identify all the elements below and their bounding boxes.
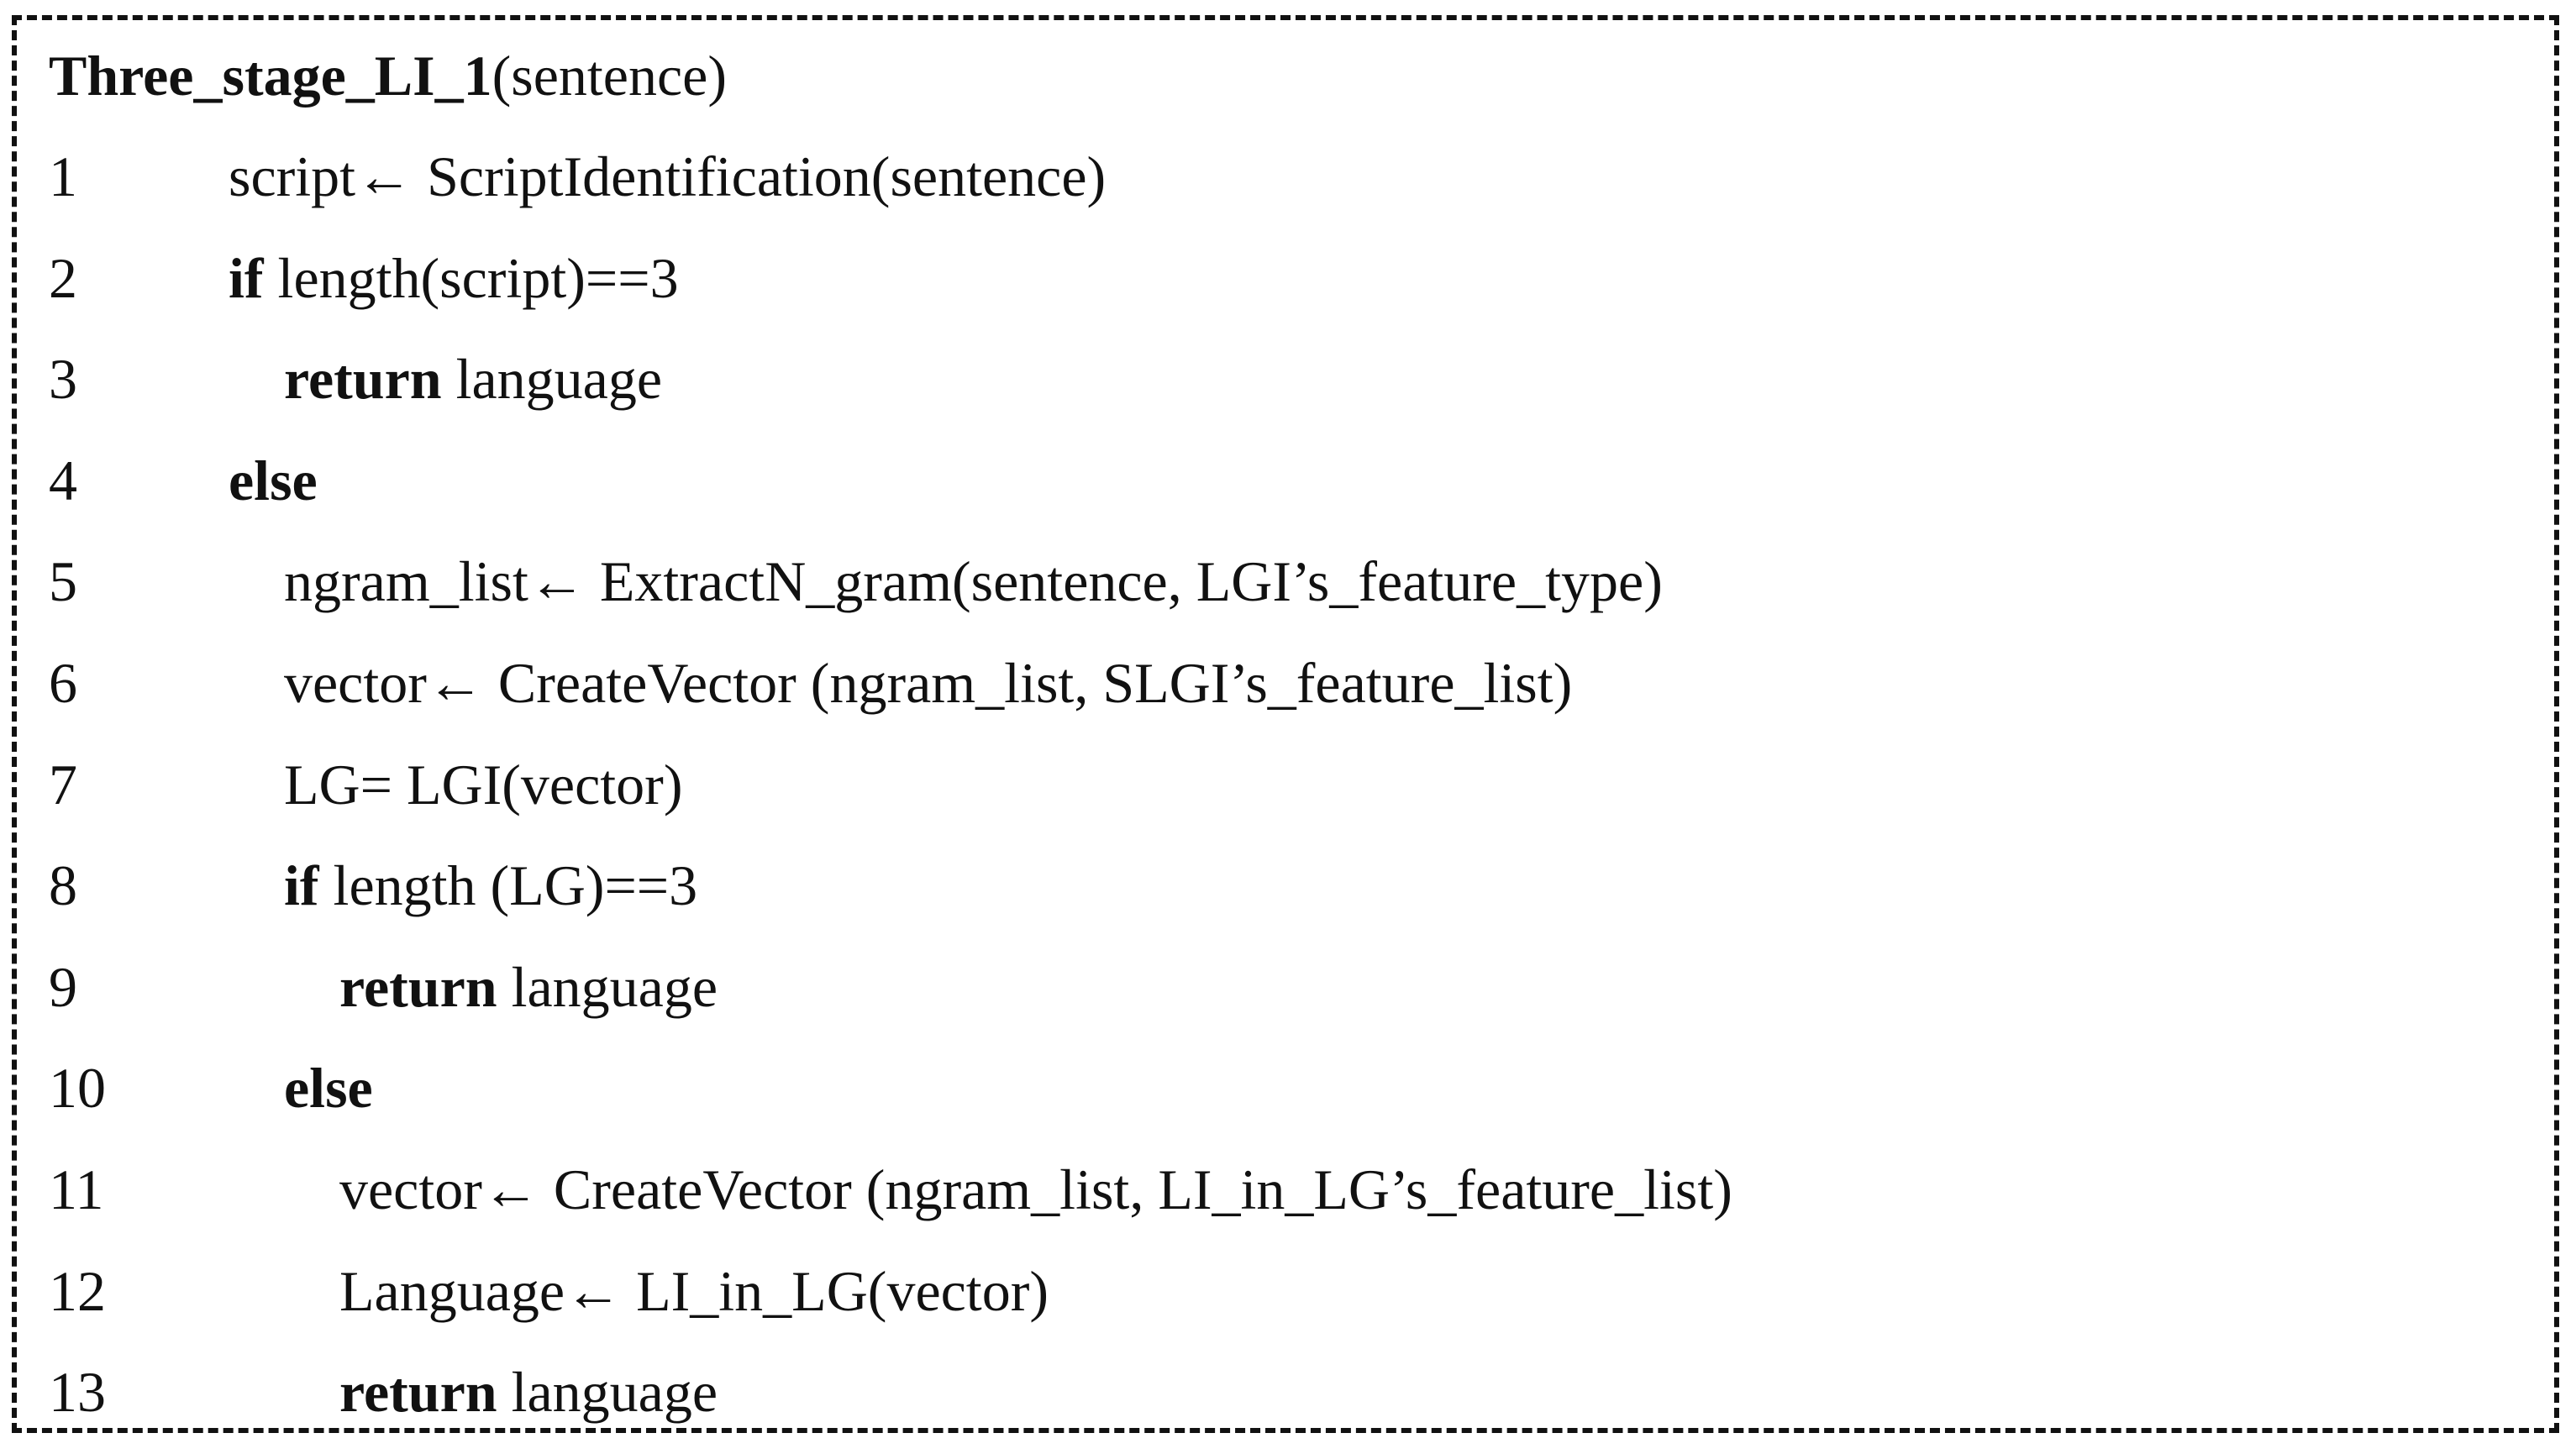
keyword: return — [284, 347, 442, 412]
code-text: vector← CreateVector (ngram_list, LI_in_… — [339, 1139, 1732, 1240]
line-number: 6 — [49, 651, 77, 715]
keyword: else — [229, 448, 318, 512]
code-text: return language — [339, 1341, 718, 1442]
code-text: script← ScriptIdentification(sentence) — [229, 126, 1106, 227]
statement: script← ScriptIdentification(sentence) — [229, 144, 1107, 208]
statement: vector← CreateVector (ngram_list, LI_in_… — [339, 1157, 1732, 1221]
code-text: if length(script)==3 — [229, 228, 679, 328]
line-number: 5 — [49, 549, 77, 614]
keyword: if — [284, 853, 319, 918]
keyword: return — [339, 1360, 497, 1425]
statement: language — [497, 1360, 718, 1425]
line-number: 8 — [49, 853, 77, 918]
line-number: 2 — [49, 245, 77, 310]
keyword: if — [229, 245, 264, 310]
line-number: 12 — [49, 1258, 106, 1323]
code-text: ngram_list← ExtractN_gram(sentence, LGI’… — [284, 531, 1663, 632]
algorithm-box — [12, 15, 2559, 1433]
code-text: if length (LG)==3 — [284, 835, 697, 936]
code-text: Language← LI_in_LG(vector) — [339, 1241, 1049, 1341]
statement: length (LG)==3 — [318, 853, 698, 918]
code-text: return language — [284, 328, 662, 429]
line-number: 10 — [49, 1056, 106, 1121]
line-number: 13 — [49, 1360, 106, 1425]
line-number: 1 — [49, 144, 77, 208]
algorithm-params: (sentence) — [492, 44, 727, 108]
line-number: 9 — [49, 954, 77, 1019]
statement: Language← LI_in_LG(vector) — [339, 1258, 1049, 1323]
statement: ngram_list← ExtractN_gram(sentence, LGI’… — [284, 549, 1663, 614]
statement: LG= LGI(vector) — [284, 752, 683, 816]
line-number: 11 — [49, 1157, 104, 1221]
algorithm-name: Three_stage_LI_1 — [49, 44, 492, 108]
code-text: else — [229, 430, 318, 531]
statement: vector← CreateVector (ngram_list, SLGI’s… — [284, 651, 1573, 715]
statement: length(script)==3 — [263, 245, 679, 310]
statement: language — [441, 347, 663, 412]
line-number: 4 — [49, 448, 77, 512]
code-text: LG= LGI(vector) — [284, 734, 682, 835]
line-number: 7 — [49, 752, 77, 816]
keyword: return — [339, 954, 497, 1019]
line-number: 3 — [49, 347, 77, 412]
keyword: else — [284, 1056, 373, 1121]
code-text: return language — [339, 937, 718, 1037]
code-text: else — [284, 1037, 373, 1138]
statement: language — [497, 954, 718, 1019]
code-text: vector← CreateVector (ngram_list, SLGI’s… — [284, 633, 1572, 733]
algorithm-header: Three_stage_LI_1(sentence) — [49, 25, 727, 126]
